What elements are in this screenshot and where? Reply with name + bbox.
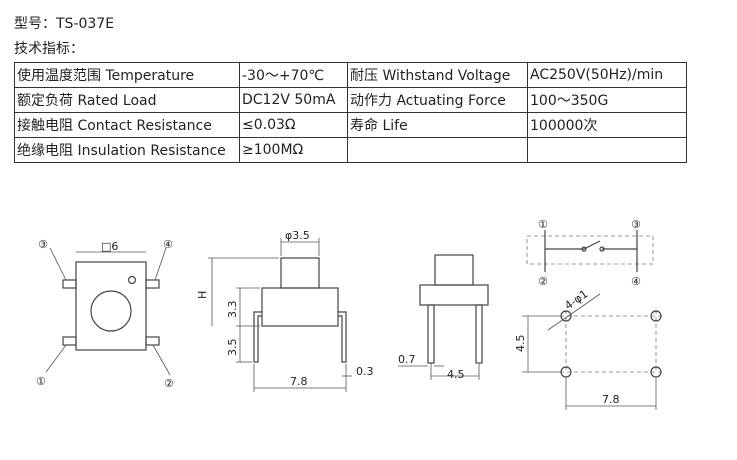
corner-mark (127, 275, 137, 285)
table-cell (347, 137, 528, 163)
table-row: 使用温度范围 Temperature -30～+70℃ 耐压 Withstand… (14, 62, 687, 88)
terminal-tab (145, 279, 160, 289)
pin-label: ① (36, 375, 46, 388)
table-row: 绝缘电阻 Insulation Resistance ≥100MΩ (14, 137, 687, 163)
mounting-hole (560, 310, 572, 322)
pin-label: ③ (631, 218, 641, 231)
button-circle (90, 290, 132, 332)
size-label: □6 (101, 240, 118, 253)
model-number: 型号：TS-037E (14, 16, 115, 32)
left-lead (253, 311, 262, 363)
right-lead (475, 304, 483, 364)
terminal-tab (62, 336, 77, 346)
dim-upper: 3.3 (226, 301, 239, 319)
dim-lower: 3.5 (226, 339, 239, 357)
mounting-hole (650, 310, 662, 322)
vertical-dim: 4.5 (514, 335, 527, 353)
actuator-cap (280, 257, 320, 289)
actuator-cap (434, 254, 474, 286)
hole-dim: 4-φ1 (562, 287, 590, 312)
table-cell: ≤0.03Ω (239, 112, 348, 138)
pin-label: ① (538, 218, 548, 231)
lead-dim: 0.7 (398, 353, 416, 366)
height-label: H (196, 291, 209, 299)
terminal-tab (62, 279, 77, 289)
switch-body (261, 287, 339, 327)
pin-label: ③ (38, 238, 48, 251)
cap-dim: φ3.5 (285, 229, 310, 242)
circuit-outline (526, 235, 654, 265)
table-cell: 使用温度范围 Temperature (14, 62, 240, 88)
lead-dim: 0.3 (356, 365, 374, 378)
right-lead (338, 311, 347, 363)
spec-table: 使用温度范围 Temperature -30～+70℃ 耐压 Withstand… (14, 62, 687, 163)
table-cell: 100～350G (527, 87, 687, 113)
specs-title: 技术指标： (14, 41, 84, 57)
table-cell: 接触电阻 Contact Resistance (14, 112, 240, 138)
table-cell: 绝缘电阻 Insulation Resistance (14, 137, 240, 163)
table-cell: 额定负荷 Rated Load (14, 87, 240, 113)
switch-body-outline (75, 261, 147, 351)
terminal-tab (145, 336, 160, 346)
table-cell: AC250V(50Hz)/min (527, 62, 687, 88)
pin-label: ② (164, 377, 174, 390)
table-cell: 动作力 Actuating Force (347, 87, 528, 113)
mounting-hole (650, 366, 662, 378)
table-cell: DC12V 50mA (239, 87, 348, 113)
table-cell: 耐压 Withstand Voltage (347, 62, 528, 88)
circuit-diagram: ① ③ ② ④ (526, 218, 654, 288)
side-view-drawing: φ3.5 H 3.3 3.5 7.8 0.3 (196, 229, 374, 392)
front-view-drawing: 0.7 4.5 (398, 254, 489, 381)
table-row: 额定负荷 Rated Load DC12V 50mA 动作力 Actuating… (14, 87, 687, 113)
top-view-drawing: □6 ③ ④ ① ② (36, 238, 174, 390)
mounting-hole (560, 366, 572, 378)
horizontal-dim: 7.8 (602, 393, 620, 406)
pitch-dim: 4.5 (447, 368, 465, 381)
left-lead (427, 304, 435, 364)
pin-label: ② (538, 275, 548, 288)
pcb-layout-drawing: 4-φ1 4.5 7.8 (514, 287, 662, 410)
table-cell (527, 137, 687, 163)
pin-label: ④ (163, 238, 173, 251)
switch-body (419, 284, 489, 306)
pin-label: ④ (631, 275, 641, 288)
table-cell: ≥100MΩ (239, 137, 348, 163)
width-dim: 7.8 (290, 375, 308, 388)
